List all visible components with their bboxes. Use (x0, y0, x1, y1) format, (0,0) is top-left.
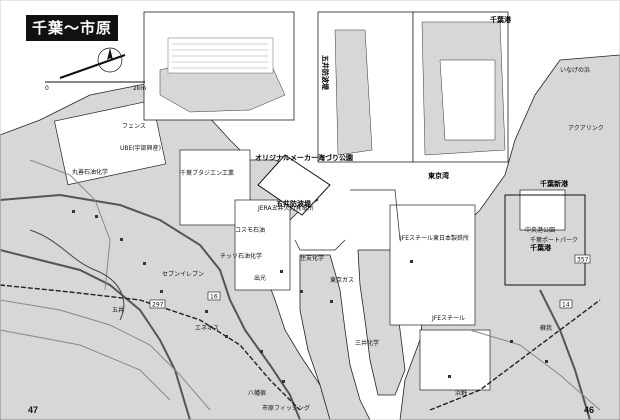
place-jfe-steel2: JFEスチール (431, 315, 465, 322)
place-soga: 蘇我 (540, 324, 552, 332)
place-jera-goi: JERA五井火力発電所 (257, 204, 314, 212)
place-chuo-park: 中央港公園 (525, 226, 555, 234)
place-ichihara-fishing: 市原フィッシング (262, 404, 310, 412)
place-chiba-port-park: 千葉ポートパーク (530, 236, 578, 244)
page-title: 千葉〜市原 (26, 15, 119, 41)
svg-text:16: 16 (210, 294, 218, 301)
route-297-shield: 297 (149, 299, 166, 309)
scale-zero-label: 0 (45, 85, 49, 92)
place-idemitsu: 出光 (254, 274, 266, 282)
route-357-shield: 357 (574, 254, 591, 264)
inset-goi-nishi-label: 五井防波堤 (321, 55, 330, 91)
place-hamano: 浜野 (455, 389, 467, 397)
place-cosmo: コスモ石油 (235, 226, 265, 234)
page-number-right: 46 (584, 405, 595, 415)
scale-bar: 0 2km (45, 47, 146, 92)
goi-breakwater-box (257, 154, 331, 216)
place-tokyo-gas: 東京ガス (330, 276, 354, 284)
area-goi-breakwater: 五井防波堤 (276, 199, 312, 208)
place-maruzen: 丸善石油化学 (72, 168, 108, 176)
place-yawatajuku: 八幡宿 (248, 389, 266, 397)
place-seven: セブンイレブン (162, 270, 204, 278)
highlight-original-maker: オリジナルメーカー海づり公園 (255, 153, 353, 162)
place-fences: フェンス (122, 123, 146, 130)
place-aqualine: アクアリンク (568, 125, 604, 132)
route-16-shield: 16 (207, 291, 221, 301)
area-tokyo-bay: 東京湾 (428, 171, 449, 180)
place-inage-park: いなげの浜 (560, 66, 590, 74)
place-ube: UBE(宇部興産) (120, 144, 161, 152)
place-eneos: エネオス (195, 325, 219, 332)
page-number-left: 47 (28, 405, 39, 415)
svg-text:14: 14 (562, 302, 570, 309)
place-goi: 五井 (112, 306, 124, 314)
place-chiba-plant: 千葉ブタジエン工業 (180, 169, 234, 177)
place-jfe-steel: JFEスチール東日本製鉄所 (399, 234, 469, 242)
place-chisso: チッソ石油化学 (220, 252, 262, 260)
svg-text:297: 297 (152, 302, 164, 309)
area-chiba-port: 千葉港 (530, 243, 552, 252)
svg-text:357: 357 (577, 257, 589, 264)
scale-km-label: 2km (133, 85, 146, 92)
inset-chiba-port-label: 千葉港 (490, 15, 512, 24)
place-mitsui: 三井化学 (355, 339, 379, 347)
area-chiba-shinko: 千葉新港 (540, 179, 569, 188)
route-14-shield: 14 (559, 299, 573, 309)
place-sumitomo: 住友化学 (300, 254, 324, 262)
